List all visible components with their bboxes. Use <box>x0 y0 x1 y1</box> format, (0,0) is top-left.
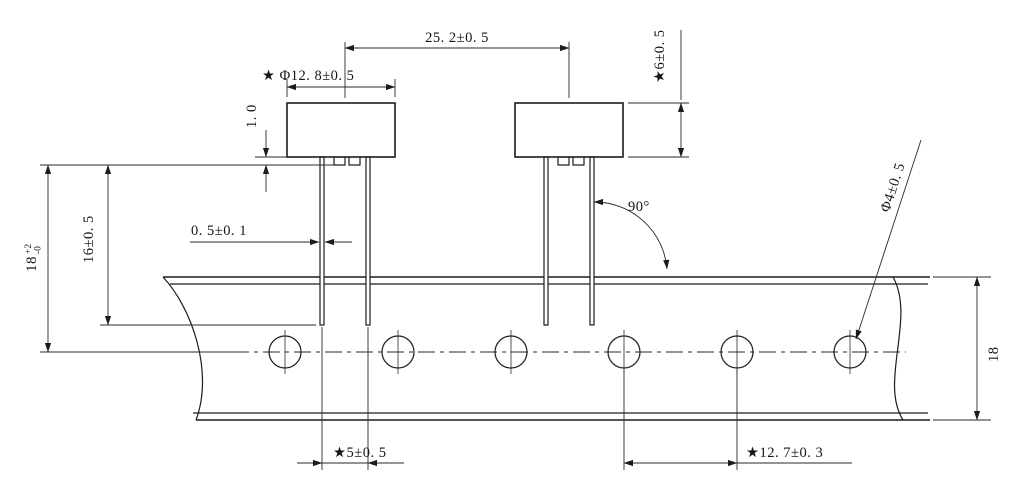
dim-hole-diameter-label: Φ4±0. 5 <box>878 161 909 215</box>
sprocket-holes <box>268 330 867 374</box>
dim-lead-angle: 90° <box>593 198 670 270</box>
dim-body-diameter: ★ Φ12. 8±0. 5 <box>262 68 396 97</box>
seating-height-upper-tolerance: +2 <box>24 244 34 254</box>
dim-body-diameter-label: ★ Φ12. 8±0. 5 <box>262 68 354 84</box>
dim-body-height: ★6±0. 5 <box>628 30 689 158</box>
dim-component-pitch-label: 25. 2±0. 5 <box>425 30 489 46</box>
dim-lead-spacing: ★5±0. 5 <box>297 327 404 470</box>
dim-hole-diameter: Φ4±0. 5 <box>855 139 922 340</box>
component-2 <box>514 102 624 326</box>
tape-left-break-line <box>162 276 204 421</box>
angle-arc <box>593 198 670 270</box>
carrier-tape <box>162 276 930 421</box>
dim-hole-pitch-label: ★12. 7±0. 3 <box>746 445 823 461</box>
component-1-standoff-tabs <box>333 157 361 166</box>
tape-right-break-line <box>892 276 904 421</box>
dim-lead-diameter-label: 0. 5±0. 1 <box>191 223 247 239</box>
dim-tape-width: 18 <box>933 276 1002 421</box>
dim-body-height-label: ★6±0. 5 <box>652 30 668 83</box>
dim-standoff-height: 1. 0 <box>40 104 334 192</box>
component-2-body <box>514 102 624 158</box>
dim-seating-height-label: 18 +2 -0 <box>24 244 44 272</box>
component-2-standoff-tabs <box>557 157 585 166</box>
dim-lead-diameter: 0. 5±0. 1 <box>190 223 352 246</box>
dim-standoff-height-label: 1. 0 <box>244 104 260 128</box>
dim-lead-length: 16±0. 5 <box>81 164 316 326</box>
component-1-lead-left <box>319 156 325 326</box>
leader-line <box>855 139 922 340</box>
component-1 <box>286 102 396 326</box>
component-2-lead-right <box>589 156 595 326</box>
dim-lead-angle-label: 90° <box>628 199 650 215</box>
dim-component-pitch: 25. 2±0. 5 <box>344 30 570 98</box>
dim-lead-length-label: 16±0. 5 <box>81 215 97 263</box>
component-1-body <box>286 102 396 158</box>
dim-lead-spacing-label: ★5±0. 5 <box>333 445 386 461</box>
component-2-lead-left <box>543 156 549 326</box>
seating-height-lower-tolerance: -0 <box>34 246 44 254</box>
dim-hole-pitch: ★12. 7±0. 3 <box>623 370 852 470</box>
dim-seating-height: 18 +2 -0 <box>24 164 234 353</box>
seating-height-value: 18 <box>24 256 40 272</box>
component-1-lead-right <box>365 156 371 326</box>
dim-tape-width-label: 18 <box>986 347 1002 363</box>
